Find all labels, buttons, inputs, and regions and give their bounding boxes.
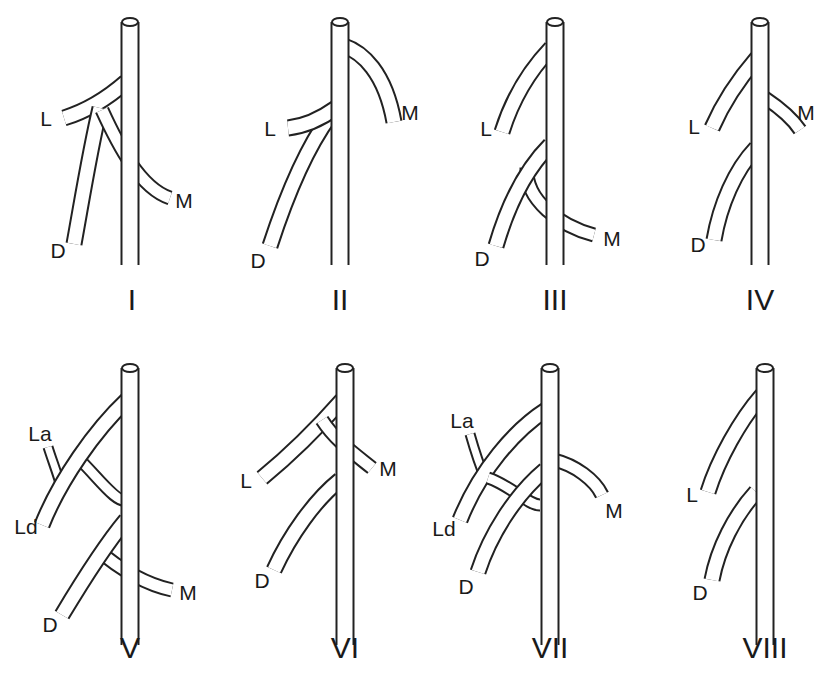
panel-numeral: III: [542, 285, 567, 315]
branch-label: M: [797, 102, 815, 123]
panel-two: [270, 18, 394, 265]
branch-label: D: [42, 614, 57, 635]
branch-label: La: [28, 423, 51, 444]
branch-label: D: [690, 234, 705, 255]
branch-label: Ld: [432, 518, 455, 539]
panel-numeral: VIII: [742, 633, 787, 663]
panel-numeral: VII: [532, 633, 569, 663]
panel-numeral: VI: [331, 633, 359, 663]
panel-seven: [460, 364, 602, 645]
panel-three: [496, 18, 594, 265]
panel-five: [42, 364, 172, 645]
panel-numeral: V: [120, 633, 140, 663]
branch-label: M: [179, 582, 197, 603]
branch-label: M: [603, 228, 621, 249]
branch-label: D: [250, 250, 265, 271]
vessel-tubes: [42, 18, 800, 645]
branch-label: L: [264, 118, 276, 139]
panel-numeral: IV: [746, 285, 774, 315]
panel-numeral: I: [128, 285, 136, 315]
branch-label: L: [686, 484, 698, 505]
branch-label: M: [401, 102, 419, 123]
branch-label: D: [692, 582, 707, 603]
branch-label: D: [458, 576, 473, 597]
branch-label: M: [605, 500, 623, 521]
panel-numeral: II: [332, 285, 349, 315]
branch-label: L: [688, 116, 700, 137]
branch-label: D: [254, 570, 269, 591]
branch-label: D: [50, 240, 65, 261]
branch-label: D: [474, 248, 489, 269]
branch-label: L: [240, 470, 252, 491]
panel-four: [712, 18, 800, 265]
branch-label: La: [450, 410, 473, 431]
branch-label: L: [480, 118, 492, 139]
branch-label: Ld: [14, 516, 37, 537]
branch-label: L: [40, 108, 52, 129]
panel-one: [64, 18, 170, 265]
panel-six: [262, 364, 372, 645]
branch-label: M: [175, 190, 193, 211]
branch-label: M: [379, 458, 397, 479]
panel-eight: [708, 364, 773, 645]
